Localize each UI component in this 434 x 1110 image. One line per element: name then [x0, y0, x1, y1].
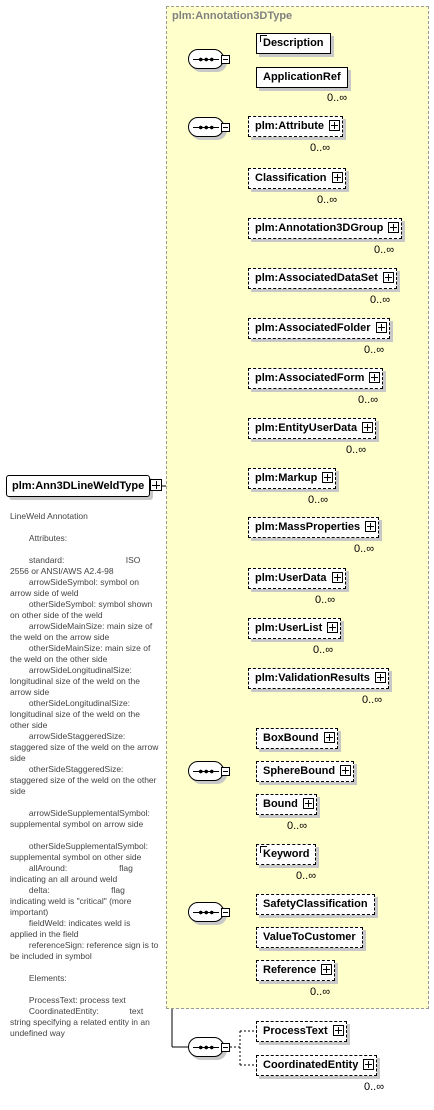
- multiplicity-label: 0..∞: [287, 820, 308, 832]
- collapse-icon[interactable]: [221, 908, 230, 917]
- expand-icon[interactable]: [388, 222, 400, 233]
- collapse-icon[interactable]: [221, 767, 230, 776]
- collapse-icon[interactable]: [221, 123, 230, 132]
- expand-icon[interactable]: [369, 372, 381, 383]
- multiplicity-label: 0..∞: [310, 142, 331, 154]
- node-reference[interactable]: Reference: [256, 960, 336, 981]
- node-plm-associatedform[interactable]: plm:AssociatedForm: [248, 368, 384, 389]
- expand-icon[interactable]: [302, 798, 314, 809]
- node-description[interactable]: Description: [256, 33, 331, 54]
- expand-icon[interactable]: [321, 964, 333, 975]
- root-expand-icon[interactable]: [150, 479, 162, 491]
- node-plm-markup[interactable]: plm:Markup: [248, 468, 337, 489]
- sequence-compositor-1[interactable]: [188, 49, 230, 69]
- documentation-icon: [260, 846, 267, 853]
- multiplicity-label: 0..∞: [374, 244, 395, 256]
- multiplicity-label: 0..∞: [327, 92, 348, 104]
- expand-icon[interactable]: [363, 1059, 375, 1070]
- node-plm-userlist[interactable]: plm:UserList: [248, 618, 342, 639]
- multiplicity-label: 0..∞: [317, 194, 338, 206]
- extension-title: plm:Annotation3DType: [172, 10, 293, 22]
- multiplicity-label: 0..∞: [315, 594, 336, 606]
- sequence-compositor-2[interactable]: [188, 117, 230, 137]
- expand-icon[interactable]: [365, 521, 377, 532]
- node-plm-entityuserdata[interactable]: plm:EntityUserData: [248, 418, 377, 439]
- expand-icon[interactable]: [340, 765, 352, 776]
- node-plm-associateddataset[interactable]: plm:AssociatedDataSet: [248, 268, 397, 289]
- multiplicity-label: 0..∞: [308, 494, 329, 506]
- expand-icon[interactable]: [382, 272, 394, 283]
- expand-icon[interactable]: [374, 672, 386, 683]
- root-element[interactable]: plm:Ann3DLineWeldType: [6, 475, 151, 497]
- node-boxbound[interactable]: BoxBound: [256, 728, 338, 749]
- sequence-compositor-4[interactable]: [188, 902, 230, 922]
- multiplicity-label: 0..∞: [354, 543, 375, 555]
- sequence-compositor-3[interactable]: [188, 761, 230, 781]
- node-applicationref[interactable]: ApplicationRef: [256, 67, 348, 88]
- expand-icon[interactable]: [362, 422, 374, 433]
- node-coordinatedentity[interactable]: CoordinatedEntity: [256, 1055, 378, 1076]
- node-valuetocustomer[interactable]: ValueToCustomer: [256, 927, 363, 948]
- documentation-icon: [260, 35, 267, 42]
- node-plm-validationresults[interactable]: plm:ValidationResults: [248, 668, 389, 689]
- multiplicity-label: 0..∞: [310, 986, 331, 998]
- multiplicity-label: 0..∞: [313, 644, 334, 656]
- expand-icon[interactable]: [322, 472, 334, 483]
- expand-icon[interactable]: [332, 1025, 344, 1036]
- multiplicity-label: 0..∞: [364, 344, 385, 356]
- expand-icon[interactable]: [323, 732, 335, 743]
- node-processtext[interactable]: ProcessText: [256, 1021, 347, 1042]
- documentation-text: LineWeld Annotation Attributes: standard…: [10, 511, 159, 1038]
- multiplicity-label: 0..∞: [362, 694, 383, 706]
- expand-icon[interactable]: [331, 172, 343, 183]
- node-classification[interactable]: Classification: [248, 168, 346, 189]
- expand-icon[interactable]: [331, 572, 343, 583]
- multiplicity-label: 0..∞: [296, 870, 317, 882]
- multiplicity-label: 0..∞: [364, 1081, 385, 1093]
- node-plm-associatedfolder[interactable]: plm:AssociatedFolder: [248, 318, 390, 339]
- node-spherebound[interactable]: SphereBound: [256, 761, 355, 782]
- collapse-icon[interactable]: [221, 1043, 230, 1052]
- node-plm-annotation3dgroup[interactable]: plm:Annotation3DGroup: [248, 218, 403, 239]
- multiplicity-label: 0..∞: [346, 444, 367, 456]
- expand-icon[interactable]: [327, 622, 339, 633]
- multiplicity-label: 0..∞: [370, 294, 391, 306]
- expand-icon[interactable]: [375, 322, 387, 333]
- node-plm-userdata[interactable]: plm:UserData: [248, 568, 346, 589]
- node-plm-attribute[interactable]: plm:Attribute: [248, 116, 344, 137]
- node-bound[interactable]: Bound: [256, 794, 317, 815]
- node-plm-massproperties[interactable]: plm:MassProperties: [248, 517, 380, 538]
- node-keyword[interactable]: Keyword: [256, 844, 317, 865]
- node-safetyclassification[interactable]: SafetyClassification: [256, 894, 375, 915]
- sequence-compositor-5[interactable]: [188, 1037, 230, 1057]
- collapse-icon[interactable]: [221, 55, 230, 64]
- expand-icon[interactable]: [329, 120, 341, 131]
- multiplicity-label: 0..∞: [358, 394, 379, 406]
